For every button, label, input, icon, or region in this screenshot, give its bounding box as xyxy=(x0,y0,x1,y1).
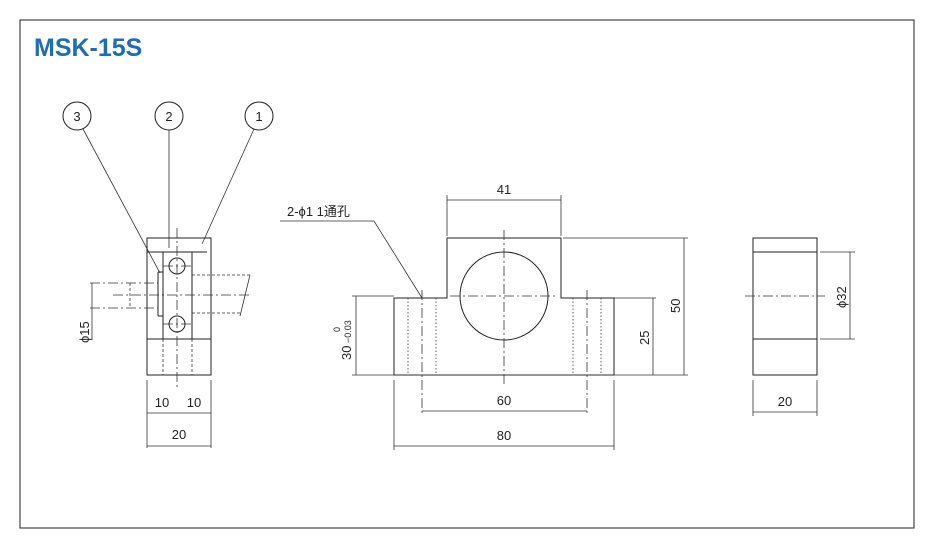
dim-total-height: 50 xyxy=(668,299,683,313)
tolerance-upper: 0 xyxy=(332,327,342,332)
dim-shaft-diameter: ϕ15 xyxy=(77,321,92,343)
drawing-title: MSK-15S xyxy=(34,34,142,62)
dim-top-width: 41 xyxy=(497,182,511,197)
drawing-frame xyxy=(19,19,915,529)
front-view: 41 50 25 30 0 −0.03 60 80 2-ϕ1 1通孔 xyxy=(280,182,688,450)
dim-half-left: 10 xyxy=(155,395,169,410)
hole-note: 2-ϕ1 1通孔 xyxy=(287,204,350,219)
balloon-1-label: 1 xyxy=(255,109,262,124)
dim-side-width: 20 xyxy=(172,427,186,442)
tolerance-lower: −0.03 xyxy=(343,320,353,343)
dim-end-diameter: ϕ32 xyxy=(834,286,849,308)
body-outline xyxy=(393,237,615,376)
side-view: 3 2 1 ϕ15 10 10 20 xyxy=(62,101,274,448)
leader-3 xyxy=(82,128,161,274)
end-outline xyxy=(752,237,818,376)
dim-center-height: 25 xyxy=(637,331,652,345)
bearing-outline xyxy=(162,251,193,340)
dim-total-length: 80 xyxy=(497,428,511,443)
end-view: ϕ32 20 xyxy=(745,237,855,416)
hole-note-leader xyxy=(280,220,423,299)
dim-hole-pitch: 60 xyxy=(497,393,511,408)
balloon-2-label: 2 xyxy=(165,109,172,124)
dim-end-width: 20 xyxy=(778,394,792,409)
balloon-3-label: 3 xyxy=(73,109,80,124)
dim-half-right: 10 xyxy=(187,395,201,410)
leader-1 xyxy=(201,128,255,245)
housing-outline xyxy=(146,237,212,376)
dim-base-height: 30 xyxy=(339,346,354,360)
balloon-3 xyxy=(62,101,92,131)
balloon-1 xyxy=(244,101,274,131)
